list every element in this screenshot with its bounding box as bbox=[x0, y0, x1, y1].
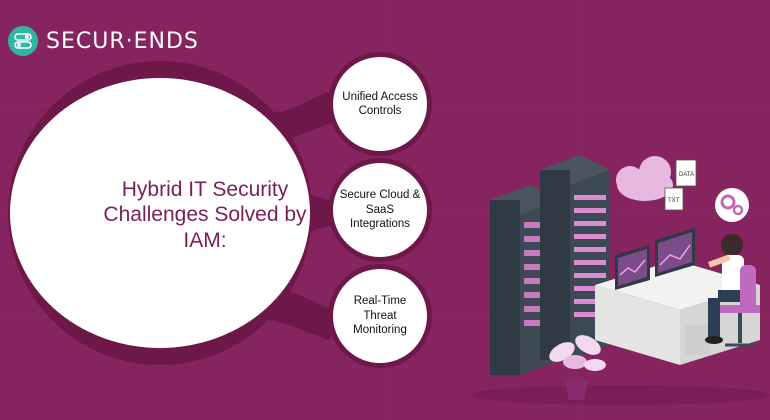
main-circle: Hybrid IT Security Challenges Solved by … bbox=[10, 78, 310, 348]
feature-label: Real-Time Threat Monitoring bbox=[353, 295, 407, 337]
gear-icon bbox=[715, 188, 749, 222]
brand-name: SECUR·ENDS bbox=[46, 28, 199, 54]
main-title: Hybrid IT Security Challenges Solved by … bbox=[103, 178, 307, 252]
person-icon bbox=[705, 234, 748, 344]
feature-label: Unified Access Controls bbox=[342, 90, 418, 117]
cloud-icon bbox=[616, 156, 673, 201]
document-icon: DATA TXT bbox=[664, 159, 697, 211]
monitor-icon bbox=[615, 228, 695, 290]
feature-bubble-unified-access: Unified Access Controls bbox=[328, 52, 432, 156]
svg-text:DATA: DATA bbox=[679, 172, 694, 178]
svg-text:TXT: TXT bbox=[668, 198, 680, 204]
toggle-switch-icon bbox=[8, 26, 38, 56]
plant-icon bbox=[549, 335, 606, 400]
feature-label: Secure Cloud & SaaS Integrations bbox=[339, 189, 421, 231]
server-room-illustration: DATA TXT bbox=[470, 155, 770, 405]
feature-bubble-secure-cloud: Secure Cloud & SaaS Integrations bbox=[328, 158, 432, 262]
feature-bubble-threat-monitoring: Real-Time Threat Monitoring bbox=[328, 264, 432, 368]
chair-icon bbox=[720, 265, 760, 347]
brand-logo: SECUR·ENDS bbox=[8, 24, 199, 58]
